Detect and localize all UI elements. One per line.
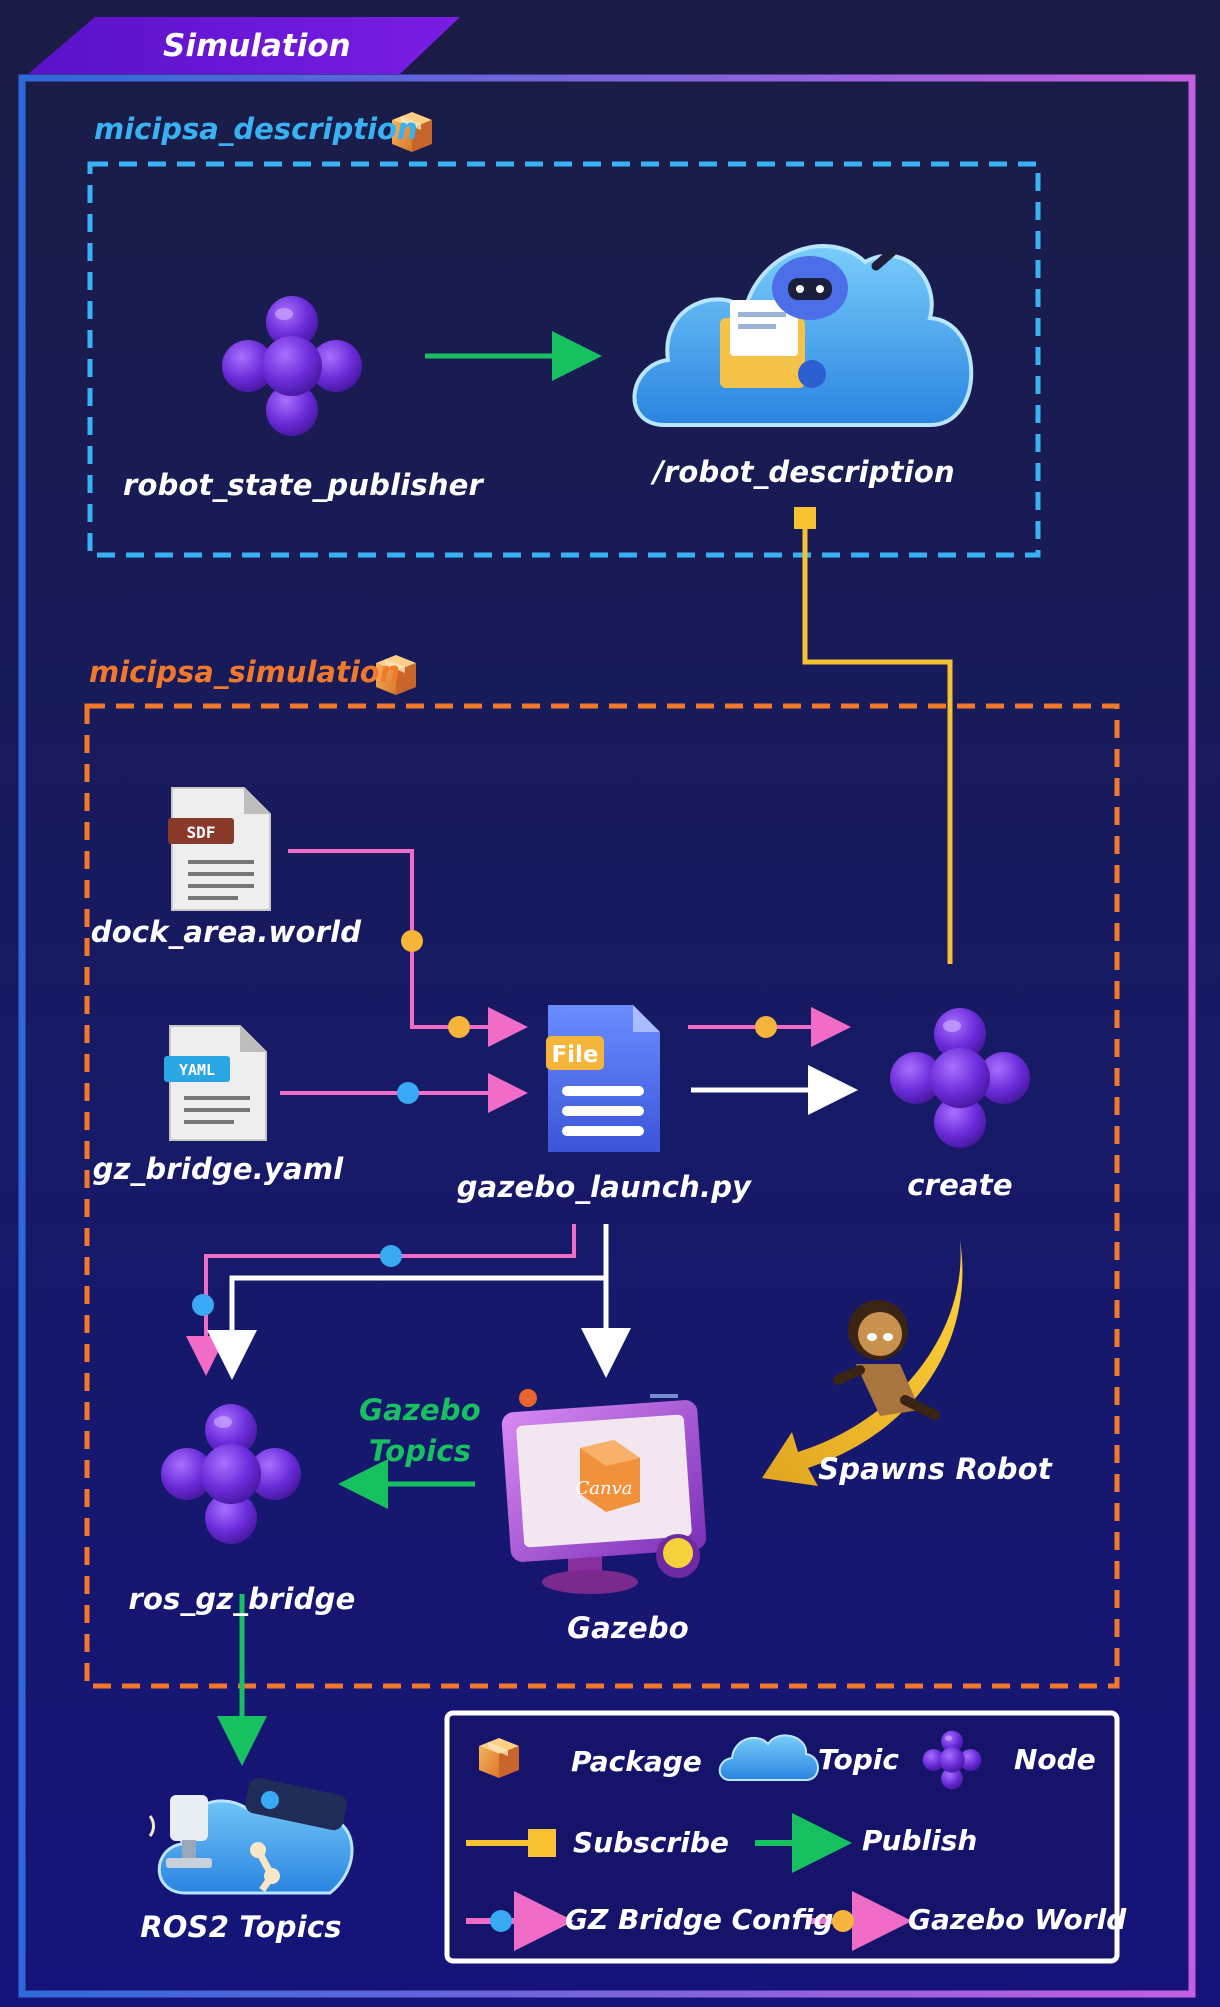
subscribe-line <box>802 529 953 964</box>
legend-node-label: Node <box>1014 1743 1096 1776</box>
simulation-frame <box>18 74 1196 1998</box>
ros2-topics-cloud-icon <box>148 1777 354 1895</box>
simulation-package-box <box>84 703 1120 1689</box>
legend-topic-label: Topic <box>818 1743 899 1776</box>
sdf-file-icon: SDF <box>168 787 271 911</box>
simulation-package-title: micipsa_simulation <box>89 655 401 689</box>
gazebo-screen-text: Canva <box>576 1478 633 1499</box>
ros2-topics-label: ROS2 Topics <box>140 1910 342 1944</box>
gazebo-label: Gazebo <box>567 1611 689 1645</box>
legend-gz-config-dot <box>490 1910 512 1932</box>
launch-file-badge: File <box>551 1042 598 1068</box>
gz-config-edge <box>186 1224 576 1376</box>
launch-file-label: gazebo_launch.py <box>456 1170 752 1204</box>
spawns-robot-arrow <box>762 1240 963 1486</box>
ros-gz-bridge-label: ros_gz_bridge <box>128 1582 356 1616</box>
legend-topic-icon <box>718 1734 819 1781</box>
simulation-tab <box>28 17 460 74</box>
gazebo-topics-label-line2: Topics <box>368 1434 472 1468</box>
gz-config-dot <box>380 1245 402 1267</box>
simulation-tab-title: Simulation <box>163 28 351 64</box>
spawns-robot-label: Spawns Robot <box>818 1452 1052 1486</box>
gazebo-monitor-icon: Canva <box>501 1389 707 1594</box>
create-node-label: create <box>907 1168 1013 1202</box>
legend-gz-bridge-config-label: GZ Bridge Config <box>565 1903 834 1936</box>
ros-gz-bridge-node-icon <box>161 1404 301 1544</box>
yaml-file-icon: YAML <box>164 1025 267 1141</box>
robot-state-publisher-label: robot_state_publisher <box>122 468 484 502</box>
robot-description-label: /robot_description <box>653 455 955 489</box>
gazebo-world-dot <box>401 930 423 952</box>
gazebo-world-dot <box>755 1016 777 1038</box>
legend-package-label: Package <box>571 1745 702 1778</box>
dock-area-file-label: dock_area.world <box>90 915 362 949</box>
legend-package-icon <box>479 1738 519 1778</box>
robot-state-publisher-node-icon <box>222 296 362 436</box>
gazebo-world-dot <box>448 1016 470 1038</box>
legend-gazebo-world-label: Gazebo World <box>908 1903 1127 1936</box>
spawned-robot-icon <box>833 1300 940 1420</box>
legend-gazebo-world-dot <box>832 1910 854 1932</box>
launch-file-icon: File <box>546 1005 660 1152</box>
legend-subscribe-marker <box>528 1829 556 1857</box>
create-node-icon <box>890 1008 1030 1148</box>
gz-config-dot <box>397 1082 419 1104</box>
gz-config-dot <box>192 1294 214 1316</box>
legend-publish-label: Publish <box>862 1824 978 1857</box>
subscribe-marker <box>794 507 816 529</box>
svg-text:SDF: SDF <box>187 823 216 842</box>
gz-bridge-file-label: gz_bridge.yaml <box>92 1152 344 1186</box>
description-package-box <box>87 161 1041 558</box>
description-package-title: micipsa_description <box>94 112 418 146</box>
gazebo-topics-label-line1: Gazebo <box>359 1393 481 1427</box>
launch-bridge-edge <box>207 1224 609 1380</box>
legend-subscribe-label: Subscribe <box>573 1826 729 1859</box>
svg-text:YAML: YAML <box>179 1061 215 1079</box>
robot-description-cloud-icon <box>632 244 974 427</box>
